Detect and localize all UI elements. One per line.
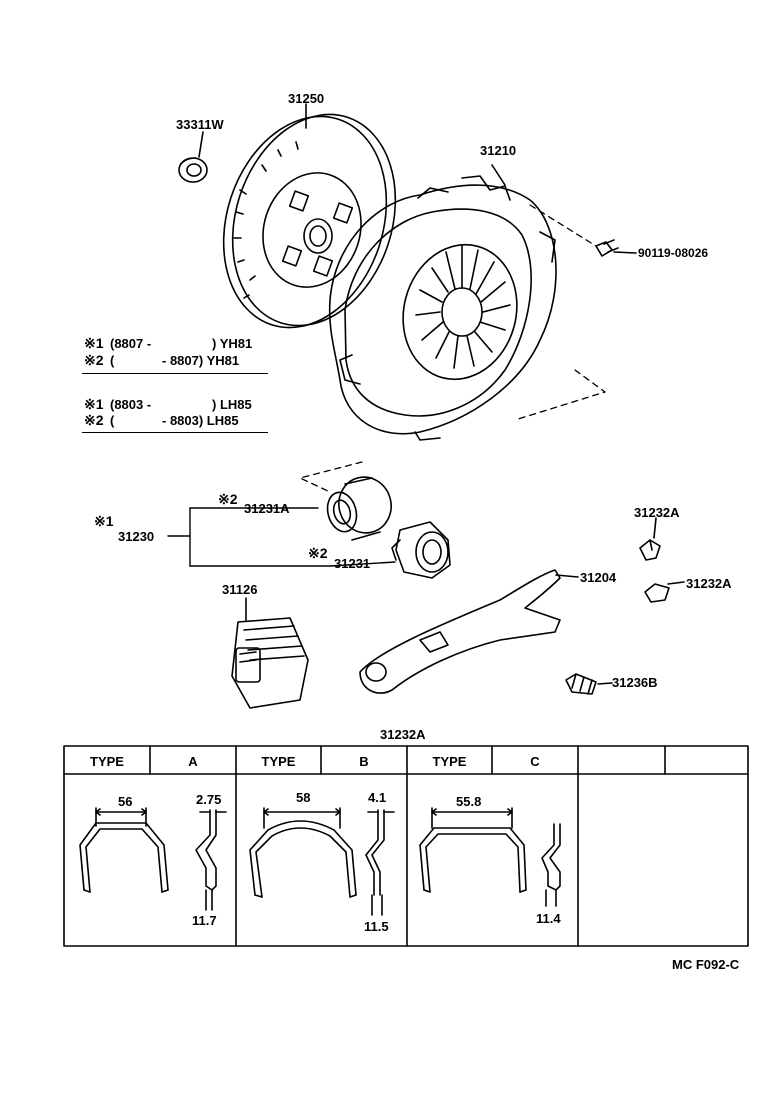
note-marker-1-yh81: ※1 (84, 335, 104, 351)
note-open-8803-to: ( (110, 413, 115, 428)
note-open-8807-from: (8807 - (110, 336, 152, 351)
dim-a-thickness: 2.75 (196, 792, 222, 807)
part-label-31210: 31210 (480, 143, 517, 158)
notes-divider-2 (82, 432, 268, 433)
assembly-guide-lines (299, 204, 606, 493)
bracket-31230 (167, 507, 396, 567)
header-type-c-label: TYPE (432, 754, 467, 769)
marker-2-31231a: ※2 (218, 491, 238, 507)
clutch-disc-31250 (222, 103, 397, 329)
clip-31232a-upper (639, 517, 661, 561)
dim-b-width: 58 (296, 790, 311, 805)
stud-31236b (565, 673, 613, 695)
part-label-33311w: 33311W (176, 117, 224, 132)
bearing-hub-31231 (391, 521, 451, 579)
pilot-bearing-33311w (178, 131, 208, 183)
dim-a-height: 11.7 (192, 913, 217, 928)
note-marker-2-yh81: ※2 (84, 352, 104, 368)
note-marker-2-lh85: ※2 (84, 412, 104, 428)
dim-c-width: 55.8 (456, 794, 482, 809)
note-open-8807-to: ( (110, 353, 115, 368)
boot-31126 (231, 597, 309, 709)
part-label-31250: 31250 (288, 91, 325, 106)
header-type-c: C (530, 754, 540, 769)
marker-2-31231: ※2 (308, 545, 328, 561)
part-label-31230: 31230 (118, 529, 155, 544)
note-close-yh81-from: ) YH81 (212, 336, 253, 351)
part-label-31231a: 31231A (244, 501, 290, 516)
note-close-lh85-from: ) LH85 (212, 397, 252, 412)
part-label-31232a-lower: 31232A (686, 576, 732, 591)
release-fork-31204 (359, 569, 579, 694)
clip-31232a-lower (644, 581, 685, 603)
clip-type-b-drawing (249, 807, 395, 916)
part-label-90119-08026: 90119-08026 (638, 246, 709, 260)
table-title: 31232A (380, 727, 426, 742)
note-close-yh81-to: - 8807) YH81 (162, 353, 240, 368)
clip-type-a-drawing (79, 807, 227, 911)
diagram-code: MC F092-C (672, 957, 740, 972)
part-label-31126: 31126 (222, 582, 258, 597)
note-marker-1-lh85: ※1 (84, 396, 104, 412)
dim-b-height: 11.5 (364, 919, 389, 934)
part-label-31232a-upper: 31232A (634, 505, 680, 520)
header-type-a-label: TYPE (90, 754, 124, 769)
part-label-31204: 31204 (580, 570, 617, 585)
marker-1-31230: ※1 (94, 513, 114, 529)
notes-divider-1 (82, 373, 268, 374)
clip-type-c-drawing (419, 807, 561, 907)
note-close-lh85-to: - 8803) LH85 (162, 413, 239, 428)
header-type-b-label: TYPE (261, 754, 296, 769)
dim-a-width: 56 (118, 794, 133, 809)
header-type-b: B (359, 754, 369, 769)
header-type-a: A (188, 754, 198, 769)
dim-b-thickness: 4.1 (368, 790, 387, 805)
clip-type-table (63, 745, 749, 947)
part-label-31231: 31231 (334, 556, 371, 571)
bolt-90119-08026 (595, 239, 637, 257)
part-label-31236b: 31236B (612, 675, 658, 690)
dim-c-height: 11.4 (536, 911, 561, 926)
release-bearing-31231a (326, 476, 392, 541)
note-open-8803-from: (8803 - (110, 397, 152, 412)
pressure-plate-31210 (328, 164, 557, 441)
